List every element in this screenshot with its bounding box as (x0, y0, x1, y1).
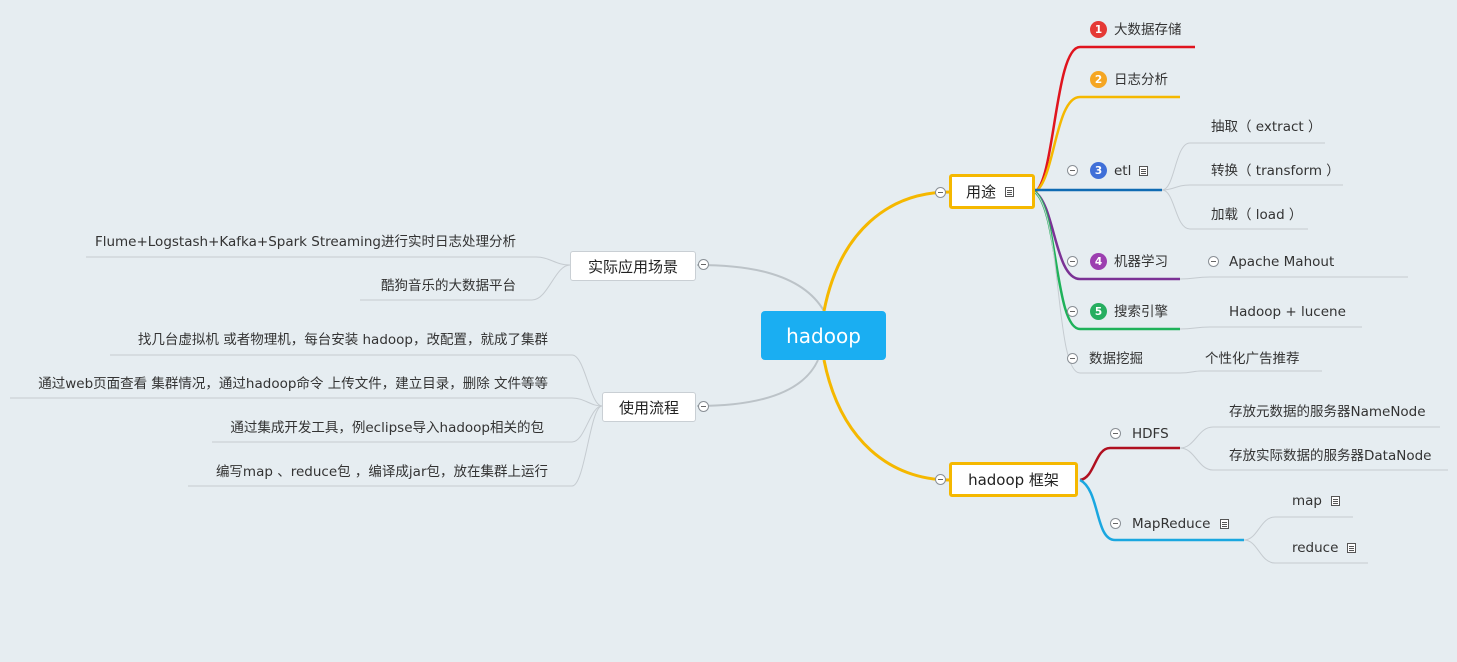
process-item[interactable]: 通过集成开发工具，例eclipse导入hadoop相关的包 (230, 420, 544, 436)
connector-root-uses (822, 190, 951, 312)
uses-item-storage[interactable]: 大数据存储 (1114, 22, 1182, 38)
collapse-etl-icon[interactable] (1067, 165, 1078, 176)
topic-scenarios-label: 实际应用场景 (587, 257, 678, 276)
etl-child[interactable]: 抽取（ extract ） (1211, 119, 1322, 135)
etl-child[interactable]: 转换（ transform ） (1211, 163, 1340, 179)
note-icon[interactable] (1331, 496, 1340, 506)
process-item[interactable]: 找几台虚拟机 或者物理机，每台安装 hadoop，改配置，就成了集群 (137, 332, 548, 348)
collapse-mahout-icon[interactable] (1208, 256, 1219, 267)
connector-datanode (1179, 447, 1448, 471)
priority-2-icon: 2 (1090, 71, 1107, 88)
priority-5-icon: 5 (1090, 303, 1107, 320)
note-icon[interactable] (1139, 166, 1148, 176)
connector-log (1034, 95, 1180, 194)
uses-item-search[interactable]: 搜索引擎 (1114, 304, 1168, 320)
connector-scenario-2 (360, 264, 571, 301)
process-item[interactable]: 编写map 、reduce包 ，编译成jar包，放在集群上运行 (215, 464, 548, 480)
uses-item-mining[interactable]: 数据挖掘 (1089, 351, 1143, 367)
mapreduce-child[interactable]: reduce (1292, 540, 1339, 556)
collapse-mining-icon[interactable] (1067, 353, 1078, 364)
connector-transform (1161, 184, 1343, 191)
connector-process-3 (212, 405, 603, 443)
note-icon[interactable] (1005, 186, 1015, 197)
connector-hdfs (1079, 446, 1180, 482)
collapse-uses-icon[interactable] (935, 187, 946, 198)
connector-ad (1179, 370, 1322, 374)
topic-scenarios[interactable]: 实际应用场景 (570, 251, 696, 281)
topic-uses-label: 用途 (966, 183, 997, 201)
collapse-hdfs-icon[interactable] (1110, 428, 1121, 439)
collapse-mapreduce-icon[interactable] (1110, 518, 1121, 529)
mining-child[interactable]: 个性化广告推荐 (1205, 351, 1300, 367)
connector-process-4 (188, 405, 603, 487)
topic-uses[interactable]: 用途 (949, 174, 1035, 209)
connector-root-framework (822, 359, 951, 482)
collapse-search-icon[interactable] (1067, 306, 1078, 317)
hdfs-child[interactable]: 存放实际数据的服务器DataNode (1229, 448, 1432, 464)
topic-process[interactable]: 使用流程 (602, 392, 696, 422)
note-icon[interactable] (1347, 543, 1356, 553)
scenario-item[interactable]: 酷狗音乐的大数据平台 (381, 278, 516, 294)
hdfs-child[interactable]: 存放元数据的服务器NameNode (1229, 404, 1426, 420)
ml-child[interactable]: Apache Mahout (1229, 254, 1335, 270)
uses-item-etl[interactable]: etl (1114, 163, 1132, 179)
connector-mining (1034, 191, 1180, 374)
connector-lucene (1179, 326, 1362, 330)
connector-namenode (1179, 426, 1440, 449)
scenario-item[interactable]: Flume+Logstash+Kafka+Spark Streaming进行实时… (94, 234, 516, 250)
connector-extract (1161, 142, 1325, 191)
connector-mahout (1179, 276, 1408, 280)
root-topic[interactable]: hadoop (761, 311, 886, 360)
collapse-framework-icon[interactable] (935, 474, 946, 485)
etl-child[interactable]: 加载（ load ） (1211, 207, 1303, 223)
framework-item-hdfs[interactable]: HDFS (1132, 426, 1169, 442)
connector-mapreduce (1079, 478, 1244, 542)
connector-scenario-1 (86, 256, 571, 266)
note-icon[interactable] (1220, 519, 1229, 529)
mapreduce-child[interactable]: map (1292, 493, 1322, 509)
connector-map (1243, 516, 1353, 541)
connector-root-process (696, 359, 819, 407)
priority-3-icon: 3 (1090, 162, 1107, 179)
collapse-scenarios-icon[interactable] (698, 259, 709, 270)
connector-root-scenarios (696, 264, 825, 312)
process-item[interactable]: 通过web页面查看 集群情况，通过hadoop命令 上传文件，建立目录，删除 文… (38, 376, 548, 392)
uses-item-log[interactable]: 日志分析 (1114, 72, 1168, 88)
topic-process-label: 使用流程 (618, 398, 679, 417)
priority-4-icon: 4 (1090, 253, 1107, 270)
topic-framework-label: hadoop 框架 (968, 471, 1059, 489)
uses-item-ml[interactable]: 机器学习 (1114, 254, 1168, 270)
topic-framework[interactable]: hadoop 框架 (949, 462, 1078, 497)
collapse-process-icon[interactable] (698, 401, 709, 412)
search-child[interactable]: Hadoop + lucene (1229, 304, 1346, 320)
priority-1-icon: 1 (1090, 21, 1107, 38)
framework-item-mapreduce[interactable]: MapReduce (1132, 516, 1211, 532)
connector-process-1 (110, 354, 603, 407)
connector-reduce (1243, 539, 1368, 564)
connector-process-2 (10, 397, 603, 407)
collapse-ml-icon[interactable] (1067, 256, 1078, 267)
connector-load (1161, 189, 1308, 230)
